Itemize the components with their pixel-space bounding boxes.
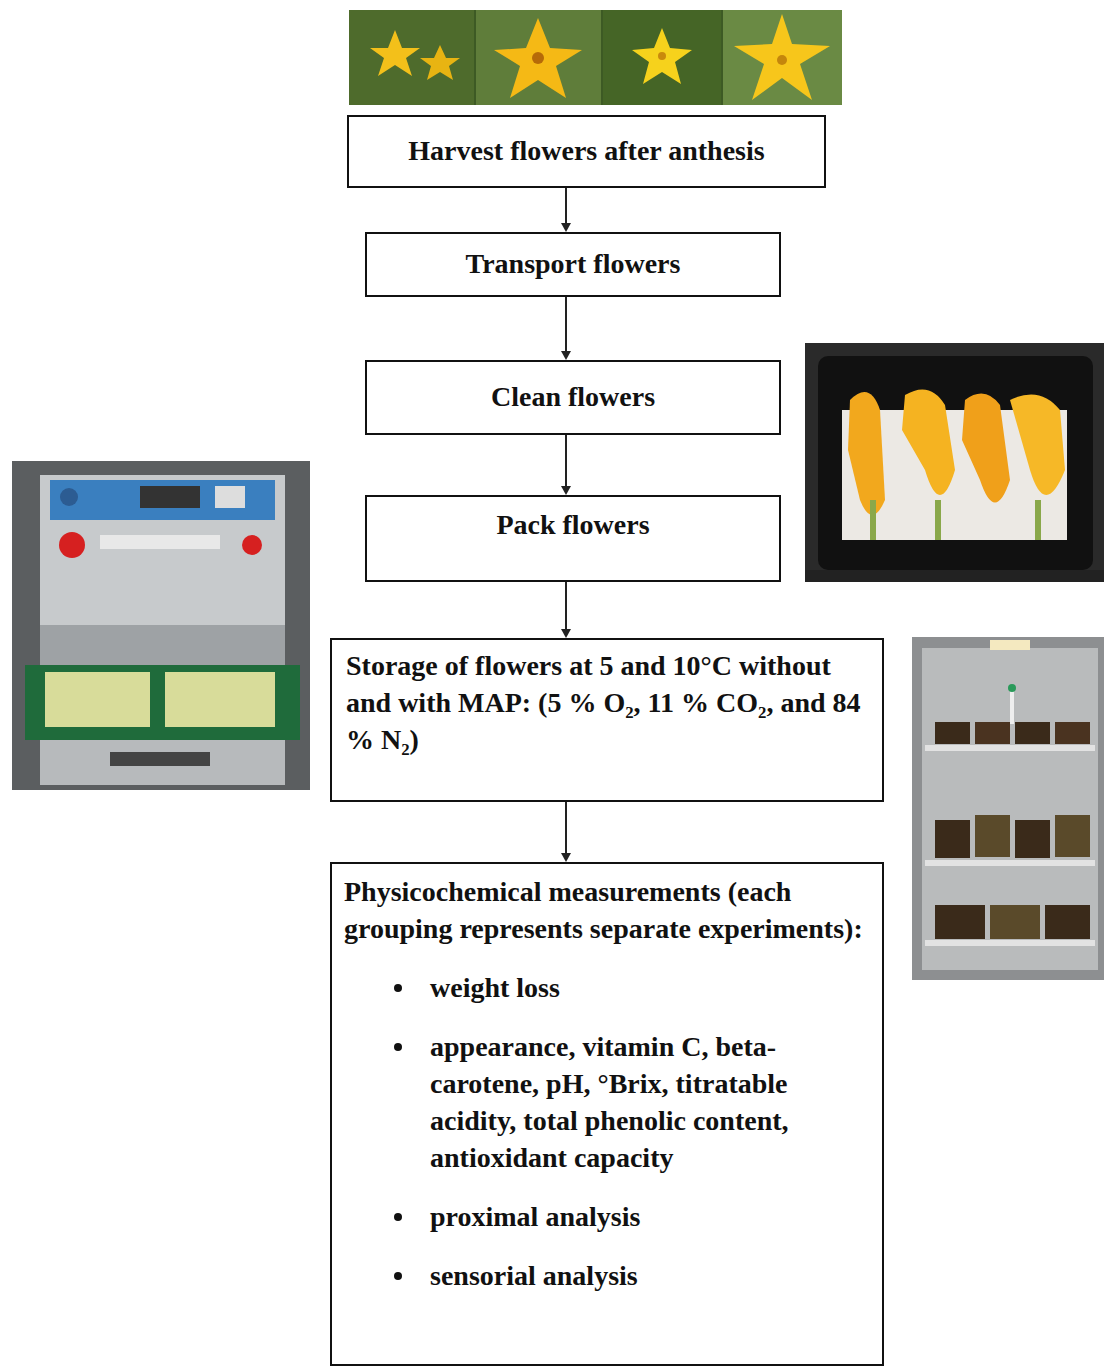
- bullet-item: weight loss: [430, 970, 870, 1007]
- box-label: Physicochemical measurements (each group…: [344, 874, 870, 948]
- process-box: Storage of flowers at 5 and 10°C without…: [330, 638, 884, 802]
- bullet-row: weight loss: [344, 970, 870, 1007]
- box-label: Harvest flowers after anthesis: [361, 133, 812, 170]
- bullet-dot: [394, 1272, 402, 1280]
- bullet-item: appearance, vitamin C, beta-carotene, pH…: [430, 1029, 870, 1177]
- bullet-item: sensorial analysis: [430, 1258, 870, 1295]
- node-content: Transport flowers: [379, 246, 767, 283]
- arrow-head: [561, 629, 571, 638]
- box-label: Transport flowers: [379, 246, 767, 283]
- flow-arrow: [561, 802, 571, 862]
- flow-arrow: [561, 297, 571, 360]
- flower-photos: [349, 10, 842, 105]
- node-content: Clean flowers: [379, 379, 767, 416]
- flow-arrow: [561, 188, 571, 232]
- bullet-dot: [394, 984, 402, 992]
- arrow-head: [561, 351, 571, 360]
- tray-photo: [805, 343, 1104, 582]
- bullet-row: sensorial analysis: [344, 1258, 870, 1295]
- arrow-head: [561, 223, 571, 232]
- arrow-line: [565, 802, 567, 853]
- bullet-row: appearance, vitamin C, beta-carotene, pH…: [344, 1029, 870, 1177]
- arrow-line: [565, 582, 567, 629]
- box-label: Storage of flowers at 5 and 10°C without…: [346, 648, 868, 759]
- arrow-head: [561, 486, 571, 495]
- process-box: Harvest flowers after anthesis: [347, 115, 826, 188]
- storage-cabinet-photo: [912, 637, 1104, 980]
- node-content: Pack flowers: [379, 507, 767, 544]
- sealing-machine-photo: [12, 461, 310, 790]
- flow-arrow: [561, 582, 571, 638]
- process-box: Pack flowers: [365, 495, 781, 582]
- bullet-dot: [394, 1043, 402, 1051]
- box-label: Clean flowers: [379, 379, 767, 416]
- node-content: Physicochemical measurements (each group…: [344, 874, 870, 1295]
- process-box: Clean flowers: [365, 360, 781, 435]
- bullet-dot: [394, 1213, 402, 1221]
- arrow-line: [565, 435, 567, 486]
- arrow-head: [561, 853, 571, 862]
- node-content: Harvest flowers after anthesis: [361, 133, 812, 170]
- node-content: Storage of flowers at 5 and 10°C without…: [346, 648, 868, 759]
- measurement-box: Physicochemical measurements (each group…: [330, 862, 884, 1366]
- bullet-row: proximal analysis: [344, 1199, 870, 1236]
- bullet-item: proximal analysis: [430, 1199, 870, 1236]
- arrow-line: [565, 297, 567, 351]
- box-label: Pack flowers: [379, 507, 767, 544]
- process-box: Transport flowers: [365, 232, 781, 297]
- arrow-line: [565, 188, 567, 223]
- flow-arrow: [561, 435, 571, 495]
